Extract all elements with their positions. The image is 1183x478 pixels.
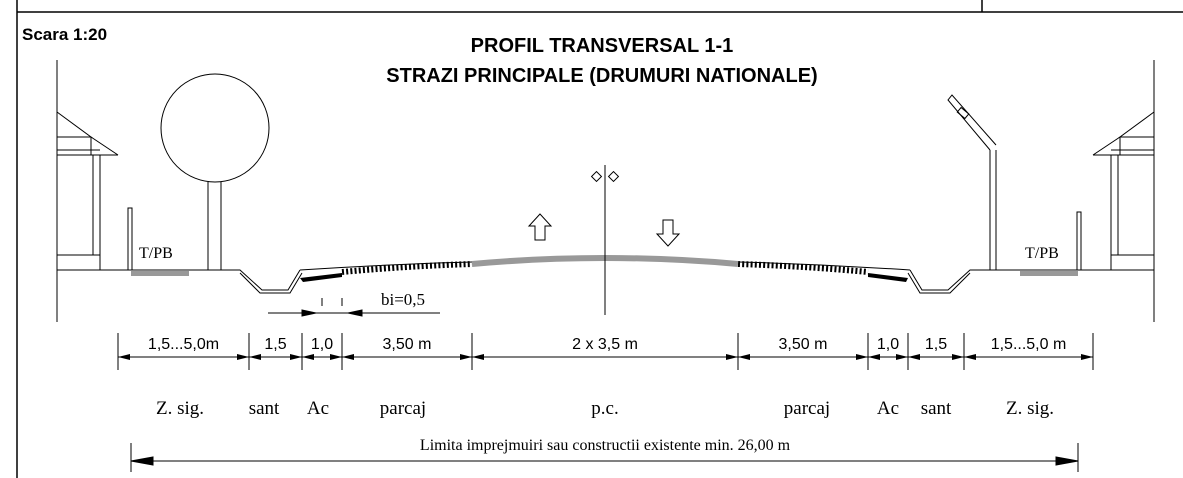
fence-right [1076,211,1082,271]
lane-arrow-down-icon [655,219,681,247]
fence-left [127,207,133,271]
zone-label: Z. sig. [1006,398,1054,419]
dimension-label: 1,5 [925,336,947,353]
dimension-label: 3,50 m [383,336,432,353]
dimension-arrow [856,354,868,360]
dimension-arrow [237,354,249,360]
zone-label: Ac [877,398,899,419]
sidewalk-left [131,271,189,276]
sidewalk-right [1020,271,1078,276]
zone-label: Ac [307,398,329,419]
zone-label: parcaj [380,398,426,419]
dimension-arrow [302,354,314,360]
dimension-label: 3,50 m [779,336,828,353]
dimension-arrow [896,354,908,360]
scale-label: Scara 1:20 [22,25,107,44]
dimension-label: 1,0 [311,336,333,353]
dimension-arrow [964,354,976,360]
zone-label: sant [921,398,952,419]
total-dimension-line [130,443,1079,472]
dimension-label: 1,5...5,0m [148,336,219,353]
drawing-title: PROFIL TRANSVERSAL 1-1 [471,35,734,57]
sidewalk-label-right: T/PB [1025,245,1059,262]
total-dimension-label: Limita imprejmuiri sau constructii exist… [420,437,791,454]
dimension-label: 1,0 [877,336,899,353]
zone-label: Z. sig. [156,398,204,419]
zone-label: parcaj [784,398,830,419]
zone-label: sant [249,398,280,419]
property-limit-lines [56,60,1155,322]
drawing-subtitle: STRAZI PRINCIPALE (DRUMURI NATIONALE) [386,65,817,87]
sheet-frame [16,0,1183,478]
dimension-arrow [460,354,472,360]
bi-label: bi=0,5 [381,290,425,309]
house-icon [1092,111,1155,270]
zone-labels: Z. sig. sant Ac parcaj p.c. parcaj Ac sant Z. si… [156,398,1054,419]
dimension-arrow [1081,354,1093,360]
zone-label: p.c. [591,398,618,419]
tree-icon [160,73,270,270]
dimension-arrow [290,354,302,360]
dimension-arrow [342,354,354,360]
parking-pavement-left [341,261,473,275]
dimension-arrow [952,354,964,360]
lamp-post-icon [947,94,997,270]
curbs [300,273,908,282]
dimension-chain: 1,5...5,0m 1,5 1,0 3,50 m 2 x 3,5 m 3,50 m 1,0… [117,333,1094,370]
lane-arrow-up-icon [527,213,553,241]
dimension-label: 2 x 3,5 m [572,336,638,353]
dimension-arrow [726,354,738,360]
dimension-arrow [118,354,130,360]
dimension-arrow [472,354,484,360]
house-icon [56,111,119,270]
axis-symbol-icon [590,170,620,183]
dimension-label: 1,5 [264,336,286,353]
dimension-arrow [868,354,880,360]
dimension-arrow [738,354,750,360]
dimension-arrow [249,354,261,360]
dimension-label: 1,5...5,0 m [991,336,1067,353]
sidewalk-label-left: T/PB [139,245,173,262]
dimension-arrow [330,354,342,360]
parking-pavement-right [737,261,869,275]
bi-dimension [268,298,440,317]
dimension-arrow [908,354,920,360]
